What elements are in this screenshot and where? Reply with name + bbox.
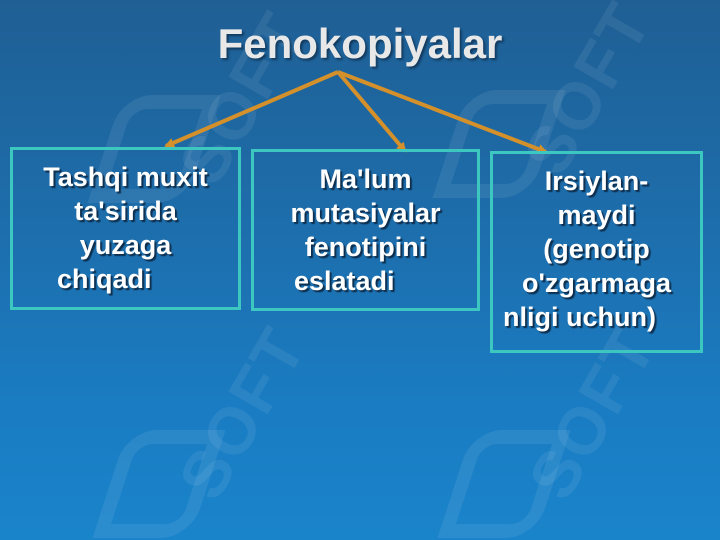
box-1-line-2: ta'sirida [74, 196, 177, 226]
box-malum-mutasiyalar: Ma'lum mutasiyalar fenotipini eslatadi [251, 149, 480, 311]
box-3-line-4: o'zgarmaga [522, 268, 671, 298]
box-2-line-1: Ma'lum [319, 164, 412, 194]
box-irsiylanmaydi: Irsiylan- maydi (genotip o'zgarmaga nlig… [490, 151, 703, 353]
box-1-line-1: Tashqi muxit [43, 162, 208, 192]
box-1-line-3: yuzaga [79, 230, 172, 260]
box-tashqi-muxit: Tashqi muxit ta'sirida yuzaga chiqadi [10, 147, 241, 310]
slide-title: Fenokopiyalar [217, 20, 503, 67]
arrow-to-box-2 [336, 70, 407, 153]
box-3-line-1: Irsiylan- [544, 166, 649, 196]
box-2-line-3: fenotipini [304, 232, 427, 262]
box-2-line-2: mutasiyalar [290, 198, 441, 228]
arrow-to-box-3 [337, 70, 548, 154]
box-2-line-4: eslatadi [294, 266, 395, 296]
arrow-to-box-1 [164, 70, 339, 148]
box-3-line-5: nligi uchun) [503, 302, 656, 332]
box-3-line-2: maydi [557, 200, 636, 230]
box-1-line-4: chiqadi [57, 264, 152, 294]
box-3-line-3: (genotip [543, 234, 650, 264]
